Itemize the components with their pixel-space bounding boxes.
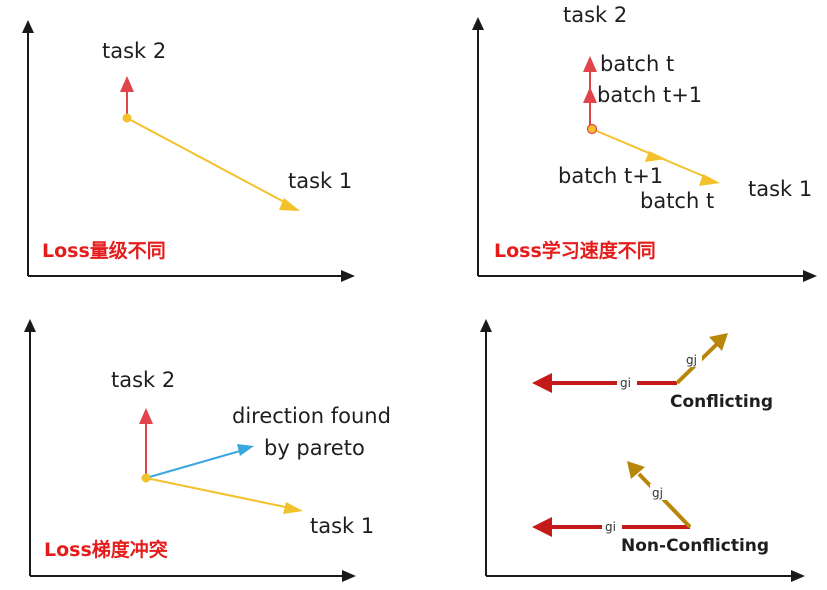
x-axis-arrowhead: [791, 570, 805, 582]
gj-nonconflicting-line: [637, 472, 692, 529]
conflicting-label: Conflicting: [670, 392, 773, 412]
pareto-label-line1: direction found: [232, 404, 391, 428]
non-conflicting-label: Non-Conflicting: [621, 536, 769, 556]
task1-label: task 1: [748, 177, 812, 201]
task1-label: task 1: [288, 169, 352, 193]
task1-arrowhead: [283, 502, 303, 514]
gj-nonconflicting-label: gj: [652, 486, 663, 500]
panel-gradient-conflict: task 2 direction found by pareto task 1 …: [24, 319, 391, 582]
y-axis-arrowhead: [22, 20, 34, 33]
gj-conflicting-arrowhead: [709, 333, 728, 351]
x-axis-arrowhead: [341, 270, 355, 282]
gi-conflicting-arrowhead: [532, 373, 552, 393]
panel-learning-speed: task 2 batch t batch t+1 batch t+1 batch…: [472, 3, 817, 282]
gi-conflicting-label-bg: [617, 374, 637, 390]
pareto-direction-arrowhead: [237, 444, 254, 456]
origin-point: [122, 113, 132, 123]
pareto-label-line2: by pareto: [264, 436, 365, 460]
pareto-direction-line: [145, 450, 241, 479]
batch-t-right-label: batch t: [640, 189, 714, 213]
origin-point: [141, 473, 151, 483]
y-axis-arrowhead: [472, 17, 484, 30]
origin-point: [586, 123, 598, 135]
panel-caption: Loss学习速度不同: [494, 239, 656, 262]
gj-nonconflicting-arrowhead: [627, 461, 645, 479]
gi-nonconflicting-label: gi: [605, 520, 616, 534]
batch-t1-right-label: batch t+1: [558, 164, 663, 188]
y-axis-arrowhead: [480, 319, 492, 332]
batch-t1-up-label: batch t+1: [597, 83, 702, 107]
task2-label: task 2: [102, 39, 166, 63]
gi-conflicting-label: gi: [620, 376, 631, 390]
panel-conflicting-gradients: gi gj Conflicting gi gj Non-Conflicting: [480, 319, 805, 582]
gj-conflicting-label-bg: [684, 351, 702, 367]
x-axis-arrowhead: [803, 270, 817, 282]
task1-gradient-line: [126, 117, 289, 205]
x-axis-arrowhead: [342, 570, 356, 582]
gi-nonconflicting-label-bg: [602, 518, 622, 534]
batch-t-up-label: batch t: [600, 52, 674, 76]
task2-label: task 2: [111, 368, 175, 392]
y-axis-arrowhead: [24, 319, 36, 332]
task2-arrowhead: [120, 76, 134, 92]
batch-t-right-arrowhead: [699, 174, 720, 186]
panel-caption: Loss量级不同: [42, 239, 166, 262]
batch-t-up-arrowhead: [583, 56, 597, 72]
gi-nonconflicting-arrowhead: [532, 517, 552, 537]
task1-label: task 1: [310, 514, 374, 538]
panel-caption: Loss梯度冲突: [44, 538, 168, 561]
task2-label: task 2: [563, 3, 627, 27]
task1-arrowhead: [279, 198, 300, 211]
batch-t1-up-arrowhead: [583, 87, 597, 103]
task2-arrowhead: [139, 408, 153, 424]
gj-nonconflicting-label-bg: [650, 484, 668, 500]
task1-gradient-line: [145, 477, 291, 509]
gj-conflicting-label: gj: [686, 353, 697, 367]
panel-loss-magnitude: task 2 task 1 Loss量级不同: [22, 20, 355, 282]
batch-t1-right-arrowhead: [645, 151, 666, 162]
